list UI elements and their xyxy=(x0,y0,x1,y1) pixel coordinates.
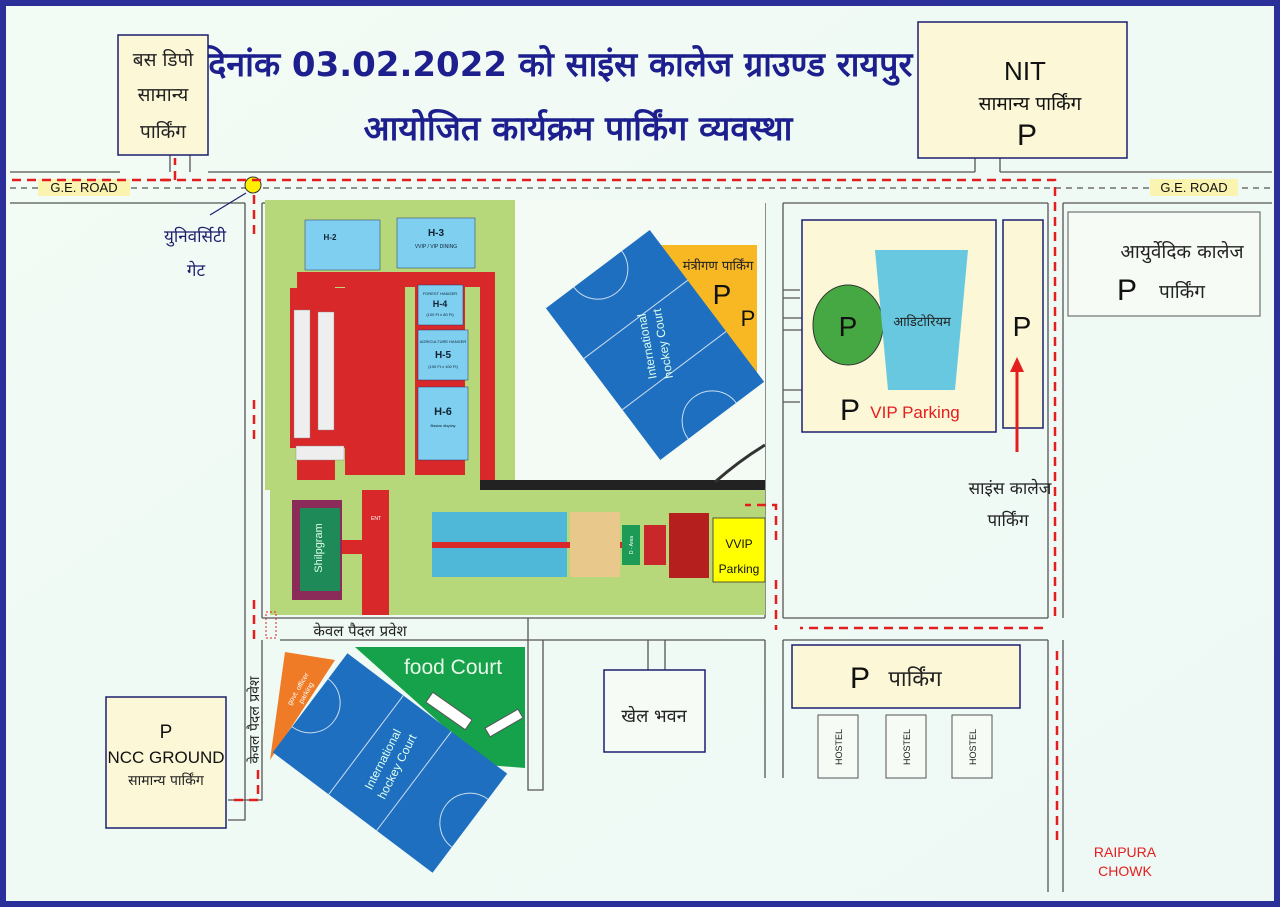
svg-text:खेल भवन: खेल भवन xyxy=(621,705,687,727)
ayurvedic-college-parking: आयुर्वेदिक कालेज P पार्किंग xyxy=(1067,211,1261,317)
svg-text:P: P xyxy=(741,306,756,331)
hostel-label: HOSTEL xyxy=(834,729,844,765)
hangar-h2 xyxy=(304,219,381,271)
bus-depot-line1: बस डिपो xyxy=(133,48,195,71)
ge-road-label-left: G.E. ROAD xyxy=(50,180,117,195)
svg-text:P: P xyxy=(160,722,173,743)
title-line-2: आयोजित कार्यक्रम पार्किंग व्यवस्था xyxy=(364,108,794,149)
svg-text:युनिवर्सिटी: युनिवर्सिटी xyxy=(164,226,227,247)
pedestrian-entry-vertical-label: केवल पैदल प्रवेश xyxy=(246,676,263,764)
ge-road-label-bg-right xyxy=(1150,179,1238,196)
svg-text:CHOWK: CHOWK xyxy=(1098,863,1152,879)
svg-text:H-6: H-6 xyxy=(434,406,452,418)
site-plan: H-2 H-3 VVIP / VIP DINING FOREST HANGER … xyxy=(265,200,766,615)
svg-text:साइंस कालेज: साइंस कालेज xyxy=(969,478,1052,499)
svg-text:P: P xyxy=(1013,311,1032,342)
svg-text:AGRICULTURE HANGER: AGRICULTURE HANGER xyxy=(420,339,467,344)
hangar-h4 xyxy=(417,284,464,326)
d-area xyxy=(622,525,640,565)
svg-text:VVIP: VVIP xyxy=(725,537,752,551)
svg-text:P: P xyxy=(713,279,732,310)
svg-text:पार्किंग: पार्किंग xyxy=(888,666,942,692)
svg-text:आयुर्वेदिक कालेज: आयुर्वेदिक कालेज xyxy=(1120,240,1244,264)
nit-p-symbol: P xyxy=(1017,119,1037,152)
svg-text:गेट: गेट xyxy=(187,260,206,281)
svg-text:H-2: H-2 xyxy=(324,233,337,242)
barrier-icon xyxy=(265,611,277,639)
svg-text:food Court: food Court xyxy=(404,656,502,679)
svg-text:(100 Ft x 80 Ft): (100 Ft x 80 Ft) xyxy=(426,312,454,317)
nit-label: NIT xyxy=(1004,56,1046,86)
traffic-routes xyxy=(12,158,1059,840)
bus-depot-line2: सामान्य xyxy=(138,84,190,106)
hangar-h5 xyxy=(417,329,469,381)
hockey-court-1: International hockey Court xyxy=(545,230,765,460)
svg-text:H-4: H-4 xyxy=(433,299,448,309)
svg-text:पार्किंग: पार्किंग xyxy=(987,510,1029,531)
science-college-parking: P साइंस कालेज पार्किंग xyxy=(969,219,1052,531)
ge-road-label-bg-left xyxy=(38,179,130,196)
khel-bhavan: खेल भवन xyxy=(603,669,706,753)
auditorium-block: P आडिटोरियम P VIP Parking xyxy=(801,219,997,433)
svg-text:VVIP / VIP DINING: VVIP / VIP DINING xyxy=(415,244,457,250)
ge-road-label-right: G.E. ROAD xyxy=(1160,180,1227,195)
vvip-parking: VVIP Parking xyxy=(712,517,766,583)
hangar-h6 xyxy=(417,386,469,461)
ncc-ground-parking: P NCC GROUND सामान्य पार्किंग xyxy=(105,696,227,829)
svg-text:सामान्य पार्किंग: सामान्य पार्किंग xyxy=(128,772,205,789)
svg-text:NCC GROUND: NCC GROUND xyxy=(107,748,224,767)
food-court: food Court xyxy=(355,647,525,768)
svg-text:आडिटोरियम: आडिटोरियम xyxy=(893,314,951,330)
svg-text:P: P xyxy=(1117,274,1137,307)
svg-text:मंत्रीगण पार्किंग: मंत्रीगण पार्किंग xyxy=(683,258,754,274)
svg-text:Parking: Parking xyxy=(719,562,760,576)
auditorium xyxy=(875,250,968,390)
hostel-label: HOSTEL xyxy=(968,729,978,765)
svg-text:FOREST HANGER: FOREST HANGER xyxy=(423,291,457,296)
shilpgram xyxy=(300,508,340,591)
vip-parking-label: VIP Parking xyxy=(870,403,959,422)
svg-text:P: P xyxy=(839,311,858,342)
svg-text:ENT: ENT xyxy=(371,516,381,522)
svg-text:P: P xyxy=(840,394,860,427)
hangar-h3 xyxy=(396,217,476,269)
svg-text:H-5: H-5 xyxy=(435,350,452,361)
bus-depot-parking: बस डिपो सामान्य पार्किंग xyxy=(117,34,209,156)
hockey-court-2: International hockey Court xyxy=(272,653,508,873)
svg-text:Shilpgram: Shilpgram xyxy=(313,523,325,573)
pedestrian-entry-label: केवल पैदल प्रवेश xyxy=(313,622,407,640)
title-line-1: दिनांक 03.02.2022 को साइंस कालेज ग्राउण्… xyxy=(198,44,946,86)
gate-pointer-arrow xyxy=(209,192,247,216)
svg-text:पार्किंग: पार्किंग xyxy=(1159,280,1205,303)
nit-parking: NIT सामान्य पार्किंग P xyxy=(917,21,1128,159)
svg-text:Bastar display: Bastar display xyxy=(430,423,455,428)
svg-text:(100 Ft x 100 Ft): (100 Ft x 100 Ft) xyxy=(428,364,458,369)
nit-parking-label: सामान्य पार्किंग xyxy=(979,92,1082,115)
arrow-up-icon xyxy=(1010,357,1024,372)
svg-text:P: P xyxy=(850,662,870,695)
bus-depot-line3: पार्किंग xyxy=(140,120,186,143)
p-parking: P पार्किंग xyxy=(791,644,1021,709)
hostels: HOSTEL HOSTEL HOSTEL xyxy=(817,714,993,779)
svg-text:RAIPURA: RAIPURA xyxy=(1094,844,1157,860)
svg-text:D - Area: D - Area xyxy=(629,536,635,555)
hostel-label: HOSTEL xyxy=(902,729,912,765)
govt-officer-parking: govt. officer parking xyxy=(270,652,335,760)
svg-text:H-3: H-3 xyxy=(428,228,445,239)
